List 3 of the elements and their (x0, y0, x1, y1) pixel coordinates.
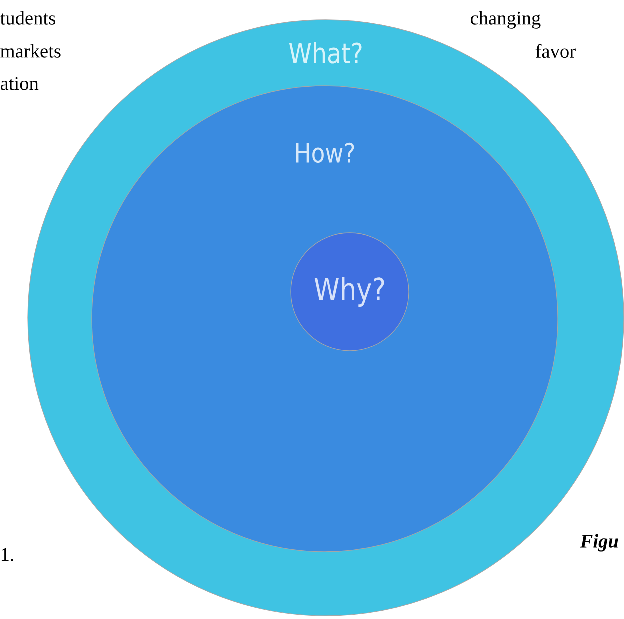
text-fragment: 1. (2, 548, 14, 562)
text-fragment: favor (536, 44, 576, 58)
text-fragment: Figu (580, 534, 618, 552)
